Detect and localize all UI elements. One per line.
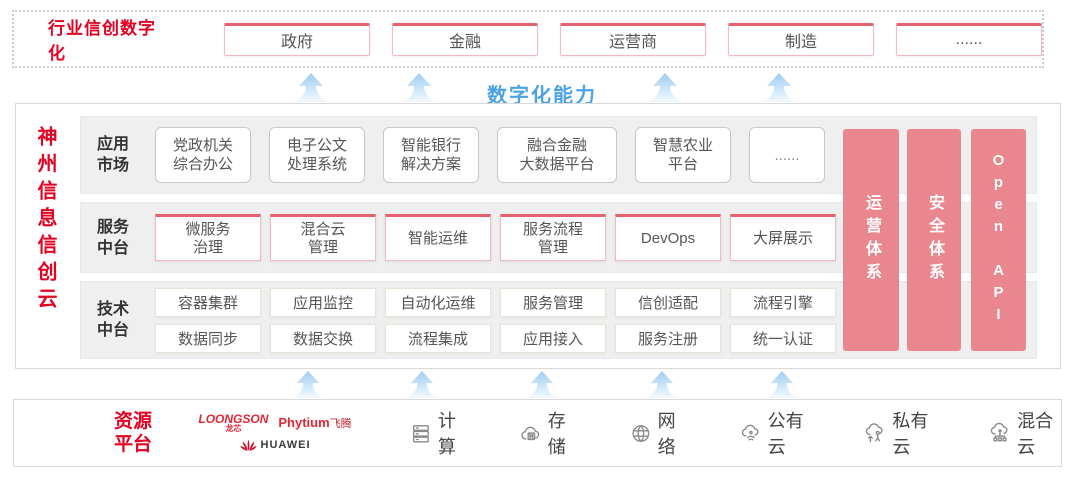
compute-icon	[410, 420, 432, 447]
resource-hybrid-cloud: 混合云	[989, 407, 1061, 459]
open-api-bar[interactable]: Open API	[971, 129, 1026, 351]
phytium-logo: Phytium飞腾	[278, 414, 351, 432]
tech-unified-auth[interactable]: 统一认证	[730, 323, 836, 353]
resource-platform-label: 资源 平台	[114, 411, 153, 455]
tech-row-2: 数据同步 数据交换 流程集成 应用接入 服务注册 统一认证	[155, 323, 836, 353]
tech-xinchuang-adaptation[interactable]: 信创适配	[615, 287, 721, 317]
svc-microservice-governance[interactable]: 微服务 治理	[155, 214, 261, 261]
industry-manufacturing[interactable]: 制造	[728, 22, 874, 56]
loongson-logo: LOONGSON 龙芯	[198, 412, 269, 434]
tech-platform-items: 容器集群 应用监控 自动化运维 服务管理 信创适配 流程引擎 数据同步 数据交换…	[155, 287, 836, 353]
phytium-cn-wordmark: 飞腾	[329, 418, 352, 430]
up-arrow-icon	[292, 371, 324, 398]
up-arrow-icon	[648, 73, 682, 102]
up-arrow-icon	[526, 371, 558, 398]
tech-service-registry[interactable]: 服务注册	[615, 323, 721, 353]
industry-telecom-operator[interactable]: 运营商	[560, 22, 706, 56]
industry-digitalization-strip: 行业信创数字化 政府 金融 运营商 制造 ......	[12, 10, 1044, 68]
industry-finance[interactable]: 金融	[392, 22, 538, 56]
network-icon	[630, 420, 652, 447]
service-platform-items: 微服务 治理 混合云 管理 智能运维 服务流程 管理 DevOps 大屏展示	[155, 214, 836, 261]
tech-container-cluster[interactable]: 容器集群	[155, 287, 261, 317]
tech-platform-label: 技术 中台	[97, 301, 130, 339]
svc-intelligent-ops[interactable]: 智能运维	[385, 214, 491, 261]
up-arrow-icon	[646, 371, 678, 398]
public-cloud-icon	[740, 420, 762, 447]
private-cloud-icon	[864, 420, 886, 447]
cpu-vendor-logos: LOONGSON 龙芯 Phytium飞腾	[198, 412, 351, 434]
app-market-label: 应用 市场	[97, 136, 130, 174]
svc-hybrid-cloud-mgmt[interactable]: 混合云 管理	[270, 214, 376, 261]
huawei-logo: HUAWEI	[239, 437, 311, 452]
industry-button-row: 政府 金融 运营商 制造 ......	[224, 22, 1042, 56]
app-finance-bigdata[interactable]: 融合金融 大数据平台	[497, 127, 617, 183]
cloud-platform-title: 神州信息信创云	[34, 126, 56, 315]
phytium-wordmark: Phytium	[278, 415, 330, 430]
up-arrow-icon	[406, 371, 438, 398]
resource-network: 网络	[630, 407, 687, 459]
resource-public-cloud: 公有云	[740, 407, 812, 459]
resource-compute: 计算	[410, 407, 467, 459]
app-edoc-system[interactable]: 电子公文 处理系统	[269, 127, 365, 183]
tech-app-access[interactable]: 应用接入	[500, 323, 606, 353]
huawei-flower-icon	[239, 439, 257, 451]
vendor-logos: LOONGSON 龙芯 Phytium飞腾 HUAW	[196, 412, 354, 452]
loongson-wordmark: LOONGSON	[198, 412, 269, 426]
loongson-cn-wordmark: 龙芯	[225, 424, 242, 433]
industry-strip-title: 行业信创数字化	[48, 19, 156, 63]
service-platform-label: 服务 中台	[97, 218, 130, 257]
tech-app-monitoring[interactable]: 应用监控	[270, 287, 376, 317]
svc-devops[interactable]: DevOps	[615, 214, 721, 261]
app-more[interactable]: ......	[749, 127, 825, 183]
cloud-platform-box: 神州信息信创云 应用 市场 党政机关 综合办公 电子公文 处理系统 智能银行 解…	[15, 103, 1061, 369]
tech-data-sync[interactable]: 数据同步	[155, 323, 261, 353]
app-smart-agriculture[interactable]: 智慧农业 平台	[635, 127, 731, 183]
app-market-items: 党政机关 综合办公 电子公文 处理系统 智能银行 解决方案 融合金融 大数据平台…	[155, 127, 825, 183]
up-arrow-icon	[762, 73, 796, 102]
operation-system-bar[interactable]: 运营体系	[843, 129, 899, 351]
capability-label: 数字化能力	[487, 85, 597, 107]
tech-data-exchange[interactable]: 数据交换	[270, 323, 376, 353]
resource-platform-strip: 资源 平台 LOONGSON 龙芯 Phytium飞腾	[13, 399, 1062, 467]
industry-government[interactable]: 政府	[224, 22, 370, 56]
tech-row-1: 容器集群 应用监控 自动化运维 服务管理 信创适配 流程引擎	[155, 287, 836, 317]
hybrid-cloud-icon	[989, 420, 1011, 447]
up-arrow-icon	[294, 73, 328, 102]
resource-items: 计算 存储 网络 公有云	[410, 407, 1061, 459]
up-arrow-icon	[766, 371, 798, 398]
app-smart-banking[interactable]: 智能银行 解决方案	[383, 127, 479, 183]
storage-icon	[520, 420, 542, 447]
app-party-gov-office[interactable]: 党政机关 综合办公	[155, 127, 251, 183]
tech-automated-ops[interactable]: 自动化运维	[385, 287, 491, 317]
tech-process-integration[interactable]: 流程集成	[385, 323, 491, 353]
tech-process-engine[interactable]: 流程引擎	[730, 287, 836, 317]
huawei-wordmark: HUAWEI	[260, 438, 311, 451]
resource-private-cloud: 私有云	[864, 407, 936, 459]
svc-big-screen-display[interactable]: 大屏展示	[730, 214, 836, 261]
tech-service-mgmt[interactable]: 服务管理	[500, 287, 606, 317]
industry-more[interactable]: ......	[896, 22, 1042, 56]
resource-storage: 存储	[520, 407, 577, 459]
svc-service-process-mgmt[interactable]: 服务流程 管理	[500, 214, 606, 261]
security-system-bar[interactable]: 安全体系	[907, 129, 961, 351]
up-arrow-icon	[402, 73, 436, 102]
